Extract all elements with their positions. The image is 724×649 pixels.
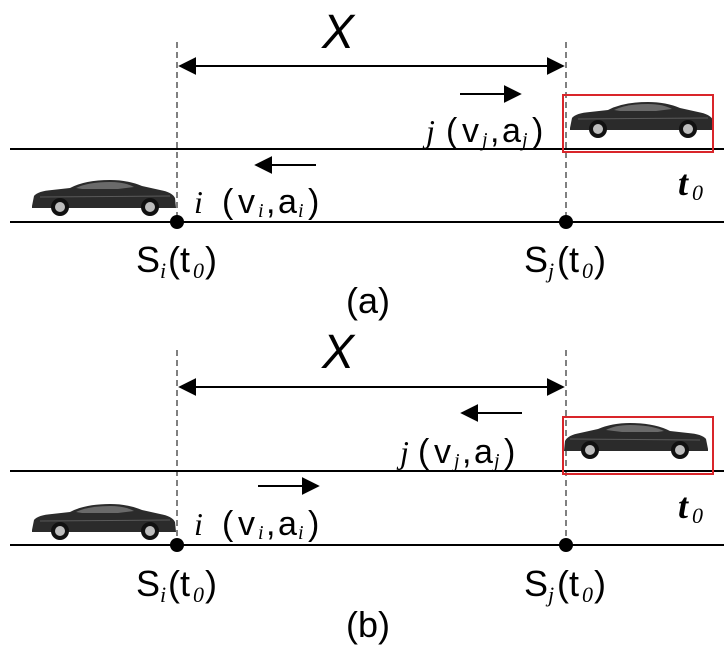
svg-text:,: , xyxy=(266,183,275,221)
svg-text:i: i xyxy=(298,200,304,222)
svg-text:(: ( xyxy=(446,112,458,150)
svg-text:a: a xyxy=(278,505,297,543)
svg-text:S: S xyxy=(136,563,160,604)
position-dot-i xyxy=(170,538,184,552)
svg-text:): ) xyxy=(205,563,217,604)
svg-text:j: j xyxy=(491,450,500,472)
svg-text:a: a xyxy=(278,183,297,221)
svg-text:j: j xyxy=(479,129,488,151)
svg-text:(: ( xyxy=(557,239,569,280)
time-label: t 0 xyxy=(678,163,703,205)
svg-text:a: a xyxy=(502,112,521,150)
svg-text:0: 0 xyxy=(193,582,204,607)
svg-text:a: a xyxy=(474,433,493,471)
svg-text:): ) xyxy=(594,563,606,604)
svg-text:): ) xyxy=(308,183,319,221)
svg-text:,: , xyxy=(266,505,275,543)
svg-text:v: v xyxy=(434,433,451,471)
svg-text:v: v xyxy=(238,183,255,221)
panel-caption: (a) xyxy=(346,280,390,321)
svg-text:0: 0 xyxy=(692,503,703,528)
svg-text:): ) xyxy=(504,433,515,471)
svg-text:j: j xyxy=(396,434,409,470)
svg-text:i: i xyxy=(298,522,304,544)
svg-text:i: i xyxy=(258,522,264,544)
svg-text:S: S xyxy=(136,239,160,280)
svg-text:j: j xyxy=(545,258,554,283)
panel-caption: (b) xyxy=(346,604,390,645)
svg-text:): ) xyxy=(532,112,543,150)
svg-text:(: ( xyxy=(557,563,569,604)
car-j-image xyxy=(563,422,709,460)
svg-text:t: t xyxy=(569,239,579,280)
car-i-image xyxy=(31,179,177,217)
svg-text:,: , xyxy=(490,112,499,150)
vehicle-i-label: i ( v i , a i ) xyxy=(194,477,320,544)
svg-text:t: t xyxy=(180,239,190,280)
car-i-image xyxy=(31,503,177,541)
svg-text:v: v xyxy=(462,112,479,150)
svg-text:i: i xyxy=(194,184,203,220)
svg-text:i: i xyxy=(194,506,203,542)
svg-text:S: S xyxy=(524,239,548,280)
panel-a: X j ( v j , a j ) i ( v i , a i xyxy=(10,6,724,321)
svg-text:j: j xyxy=(519,129,528,151)
svg-text:(: ( xyxy=(168,239,180,280)
distance-label: X xyxy=(321,326,356,379)
svg-text:t: t xyxy=(180,563,190,604)
car-j-image xyxy=(569,101,715,139)
position-dot-i xyxy=(170,215,184,229)
svg-text:(: ( xyxy=(222,505,234,543)
svg-text:S: S xyxy=(524,563,548,604)
svg-text:0: 0 xyxy=(193,258,204,283)
vehicle-i-label: i ( v i , a i ) xyxy=(194,156,319,222)
svg-text:): ) xyxy=(205,239,217,280)
time-label: t 0 xyxy=(678,486,703,528)
position-dot-j xyxy=(559,538,573,552)
car-j-highlight-box xyxy=(562,416,714,475)
svg-text:i: i xyxy=(160,582,166,607)
svg-text:(: ( xyxy=(168,563,180,604)
panel-b: X j ( v j , a j ) i ( v i , a i ) xyxy=(10,326,724,645)
svg-text:t: t xyxy=(569,563,579,604)
svg-text:0: 0 xyxy=(582,582,593,607)
position-label-j: S j ( t 0 ) xyxy=(524,239,606,283)
position-label-i: S i ( t 0 ) xyxy=(136,239,217,283)
svg-text:j: j xyxy=(451,450,460,472)
svg-text:i: i xyxy=(258,200,264,222)
position-dot-j xyxy=(559,215,573,229)
svg-text:j: j xyxy=(422,113,435,149)
svg-text:j: j xyxy=(545,582,554,607)
vehicle-j-label: j ( v j , a j ) xyxy=(396,404,522,472)
svg-text:): ) xyxy=(308,505,319,543)
svg-text:0: 0 xyxy=(692,180,703,205)
svg-text:v: v xyxy=(238,505,255,543)
svg-text:0: 0 xyxy=(582,258,593,283)
distance-label: X xyxy=(321,6,356,59)
car-j-highlight-box xyxy=(562,94,714,153)
vehicle-j-label: j ( v j , a j ) xyxy=(422,85,543,151)
position-label-i: S i ( t 0 ) xyxy=(136,563,217,607)
svg-text:): ) xyxy=(594,239,606,280)
position-label-j: S j ( t 0 ) xyxy=(524,563,606,607)
svg-text:,: , xyxy=(462,433,471,471)
svg-text:i: i xyxy=(160,258,166,283)
svg-text:t: t xyxy=(678,163,689,203)
svg-text:(: ( xyxy=(418,433,430,471)
svg-text:(: ( xyxy=(222,183,234,221)
svg-text:t: t xyxy=(678,486,689,526)
